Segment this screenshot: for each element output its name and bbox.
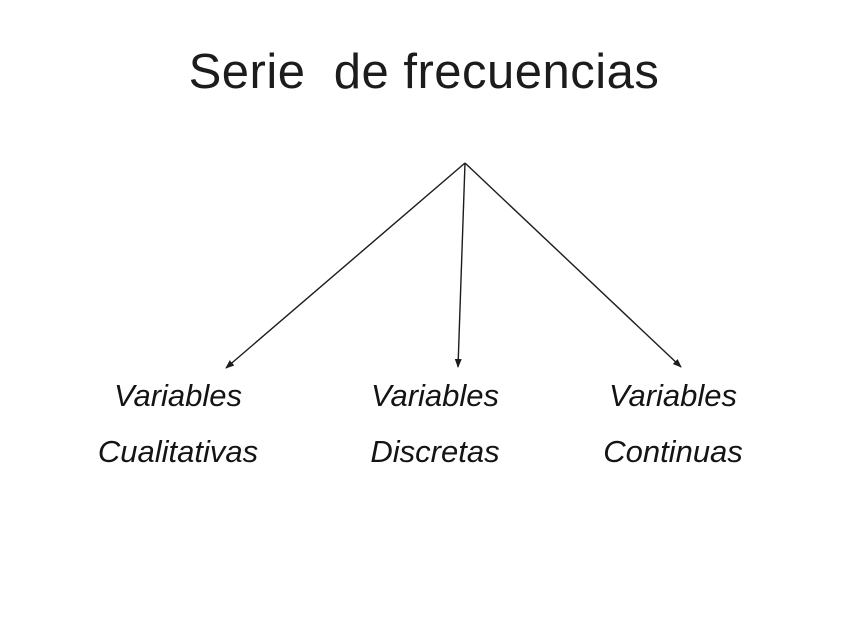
arrow-line <box>225 162 466 369</box>
node-variables-discretas: Variables Discretas <box>370 368 499 480</box>
node-label-line: Variables <box>113 378 243 413</box>
arrow-line <box>454 162 466 368</box>
node-label-line: Discretas <box>370 434 500 469</box>
slide-title: Serie de frecuencias <box>188 45 660 99</box>
node-variables-continuas: Variables Continuas <box>603 368 743 480</box>
node-label-line: Variables <box>608 378 738 413</box>
node-label-line: Continuas <box>603 434 743 469</box>
node-label-line: Variables <box>370 378 500 413</box>
arrow-line <box>464 162 682 368</box>
node-variables-cualitativas: Variables Cualitativas <box>98 368 258 480</box>
node-label-line: Cualitativas <box>97 434 259 469</box>
